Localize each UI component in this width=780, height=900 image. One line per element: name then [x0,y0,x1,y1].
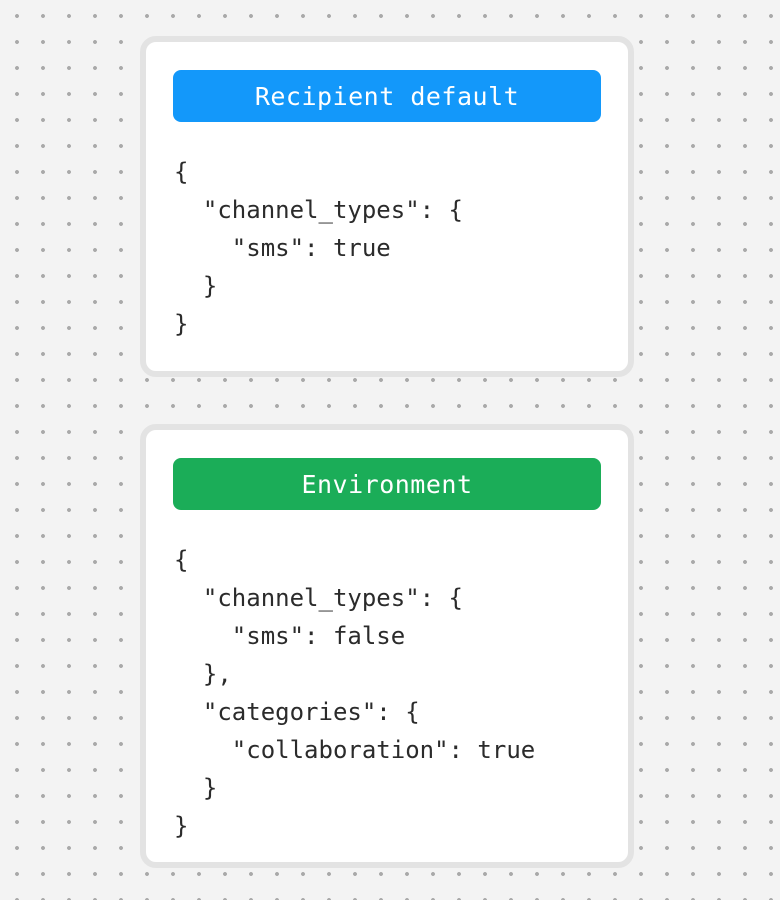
environment-json-code: { "channel_types": { "sms": false }, "ca… [174,546,536,840]
recipient-default-badge: Recipient default [173,70,601,122]
environment-badge: Environment [173,458,601,510]
recipient-default-json-code: { "channel_types": { "sms": true } } [174,158,463,338]
environment-card: Environment { "channel_types": { "sms": … [140,424,634,868]
recipient-default-card: Recipient default { "channel_types": { "… [140,36,634,377]
